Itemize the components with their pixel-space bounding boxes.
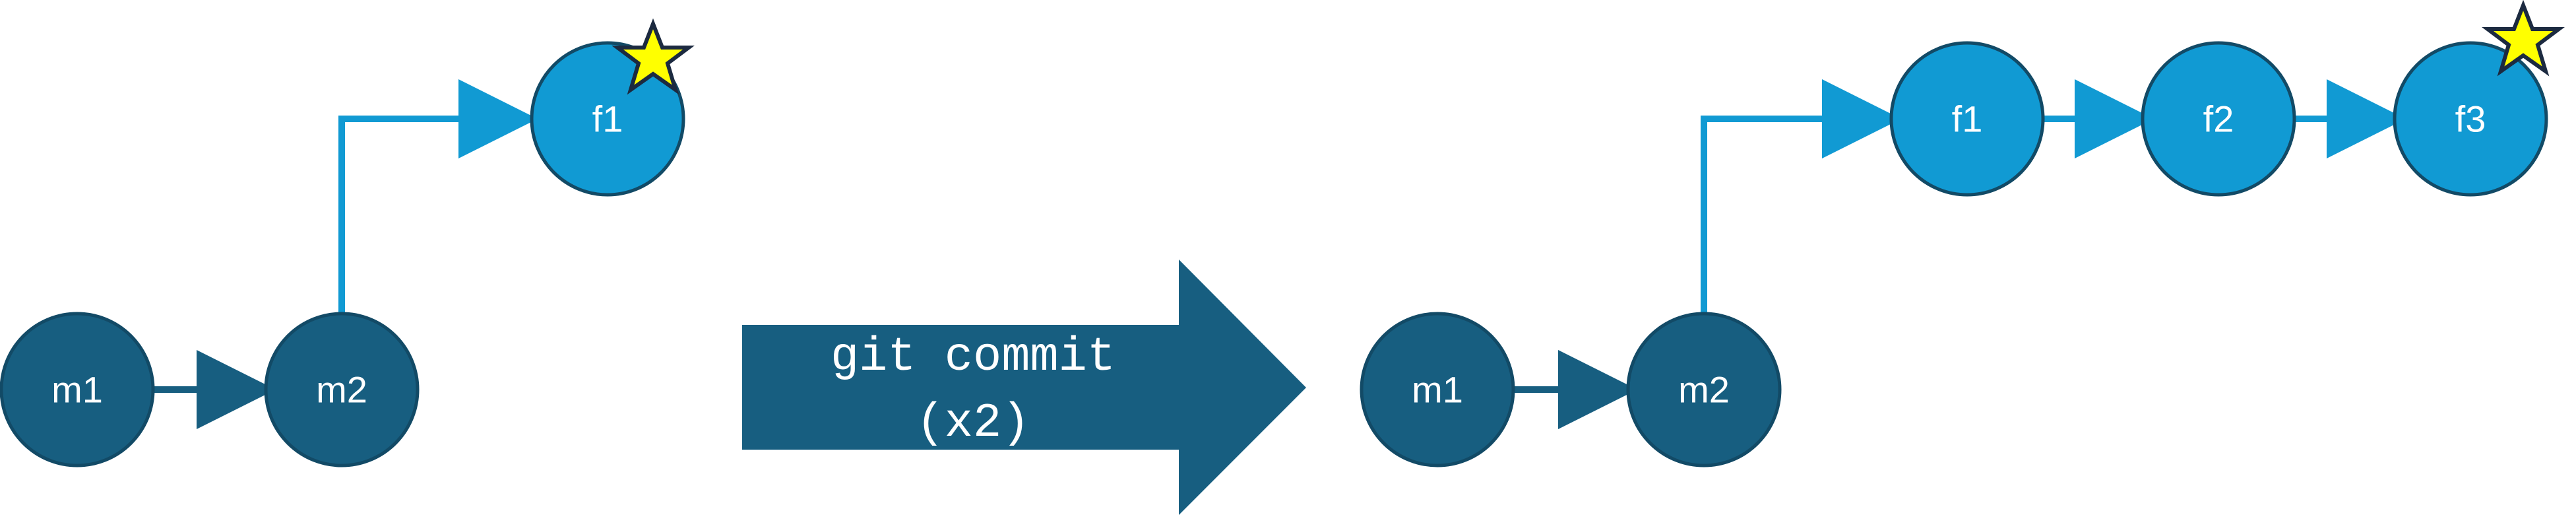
commit-node-m2-after: m2	[1626, 312, 1782, 467]
star-icon	[612, 18, 695, 95]
commit-node-f3-after: f3	[2393, 41, 2548, 197]
commit-label: m2	[316, 369, 367, 411]
before-panel: m1 m2 f1	[0, 18, 695, 467]
edge-m2-to-f1-after	[1701, 79, 1901, 314]
big-right-arrow-icon	[742, 259, 1306, 515]
commit-label: f3	[2455, 98, 2486, 140]
after-panel: m1 m2 f1 f2 f3	[1360, 0, 2565, 467]
star-icon	[2482, 0, 2565, 77]
commit-label: f1	[592, 98, 623, 140]
commit-label: m2	[1678, 369, 1730, 411]
command-arrow: git commit (x2)	[742, 259, 1306, 515]
commit-node-m1-after: m1	[1360, 312, 1515, 467]
command-text-line1: git commit	[831, 330, 1115, 384]
commit-label: m1	[51, 369, 103, 411]
commit-label: m1	[1412, 369, 1463, 411]
commit-node-f2-after: f2	[2141, 41, 2296, 197]
commit-node-m1-before: m1	[0, 312, 155, 467]
command-text-line2: (x2)	[916, 396, 1030, 450]
edge-m2-to-f1-before	[338, 79, 538, 314]
commit-node-f1-after: f1	[1889, 41, 2045, 197]
commit-node-m2-before: m2	[264, 312, 420, 467]
commit-label: f2	[2203, 98, 2234, 140]
commit-label: f1	[1952, 98, 1983, 140]
